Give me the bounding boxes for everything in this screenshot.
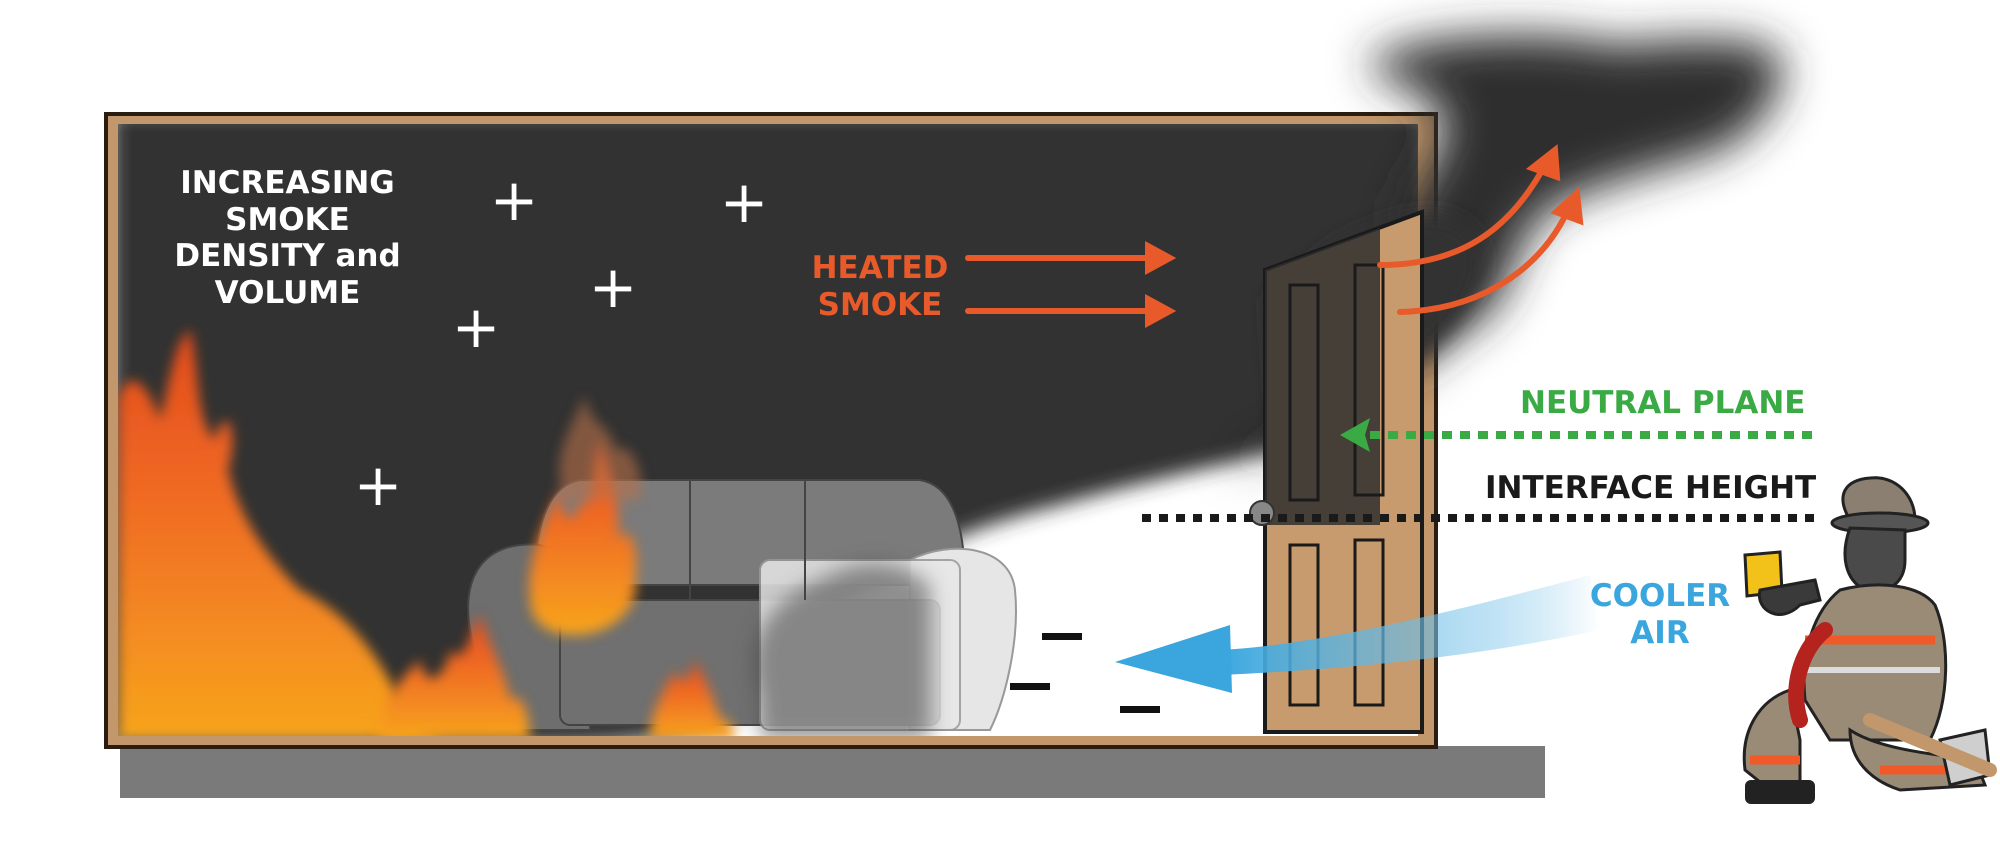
smoke-layer — [118, 124, 1418, 736]
cooler-air-arrow — [1115, 575, 1600, 693]
smoke-density-label: INCREASING SMOKE DENSITY and VOLUME — [170, 165, 405, 311]
exterior-smoke-plume — [1220, 35, 1782, 470]
neutral-plane-line — [1340, 418, 1815, 452]
positive-pressure-marks: + + + + + — [354, 166, 769, 519]
cooler-air-line: COOLER — [1589, 578, 1731, 614]
smoke-density-line: VOLUME — [214, 274, 361, 311]
plus-mark: + — [452, 293, 501, 361]
floor-slab — [120, 746, 1545, 798]
wall-flames — [118, 330, 440, 736]
smoke-density-line: DENSITY and — [174, 238, 401, 275]
heated-smoke-line: HEATED — [811, 250, 949, 286]
plus-mark: + — [589, 253, 638, 321]
minus-mark — [1010, 683, 1050, 690]
heated-smoke-label: HEATED SMOKE — [805, 250, 955, 323]
minus-mark — [1042, 633, 1082, 640]
negative-pressure-marks — [1010, 633, 1160, 713]
cooler-air-line: AIR — [1630, 614, 1690, 651]
firefighter-figure — [1742, 476, 1997, 804]
interface-height-label: INTERFACE HEIGHT — [1485, 470, 1817, 506]
heated-smoke-arrows — [965, 144, 1584, 329]
cooler-air-label: COOLER AIR — [1580, 578, 1740, 651]
heated-smoke-line: SMOKE — [817, 286, 943, 323]
plus-mark: + — [720, 168, 769, 236]
open-door — [1249, 209, 1424, 734]
plus-mark: + — [490, 166, 539, 234]
minus-mark — [1120, 706, 1160, 713]
smoke-plume-sofa — [753, 563, 930, 736]
neutral-plane-label: NEUTRAL PLANE — [1520, 385, 1806, 421]
smoke-density-line: SMOKE — [225, 201, 350, 238]
plus-mark: + — [354, 451, 403, 519]
smoke-density-line: INCREASING — [180, 165, 395, 201]
sofa-flames — [380, 395, 735, 736]
